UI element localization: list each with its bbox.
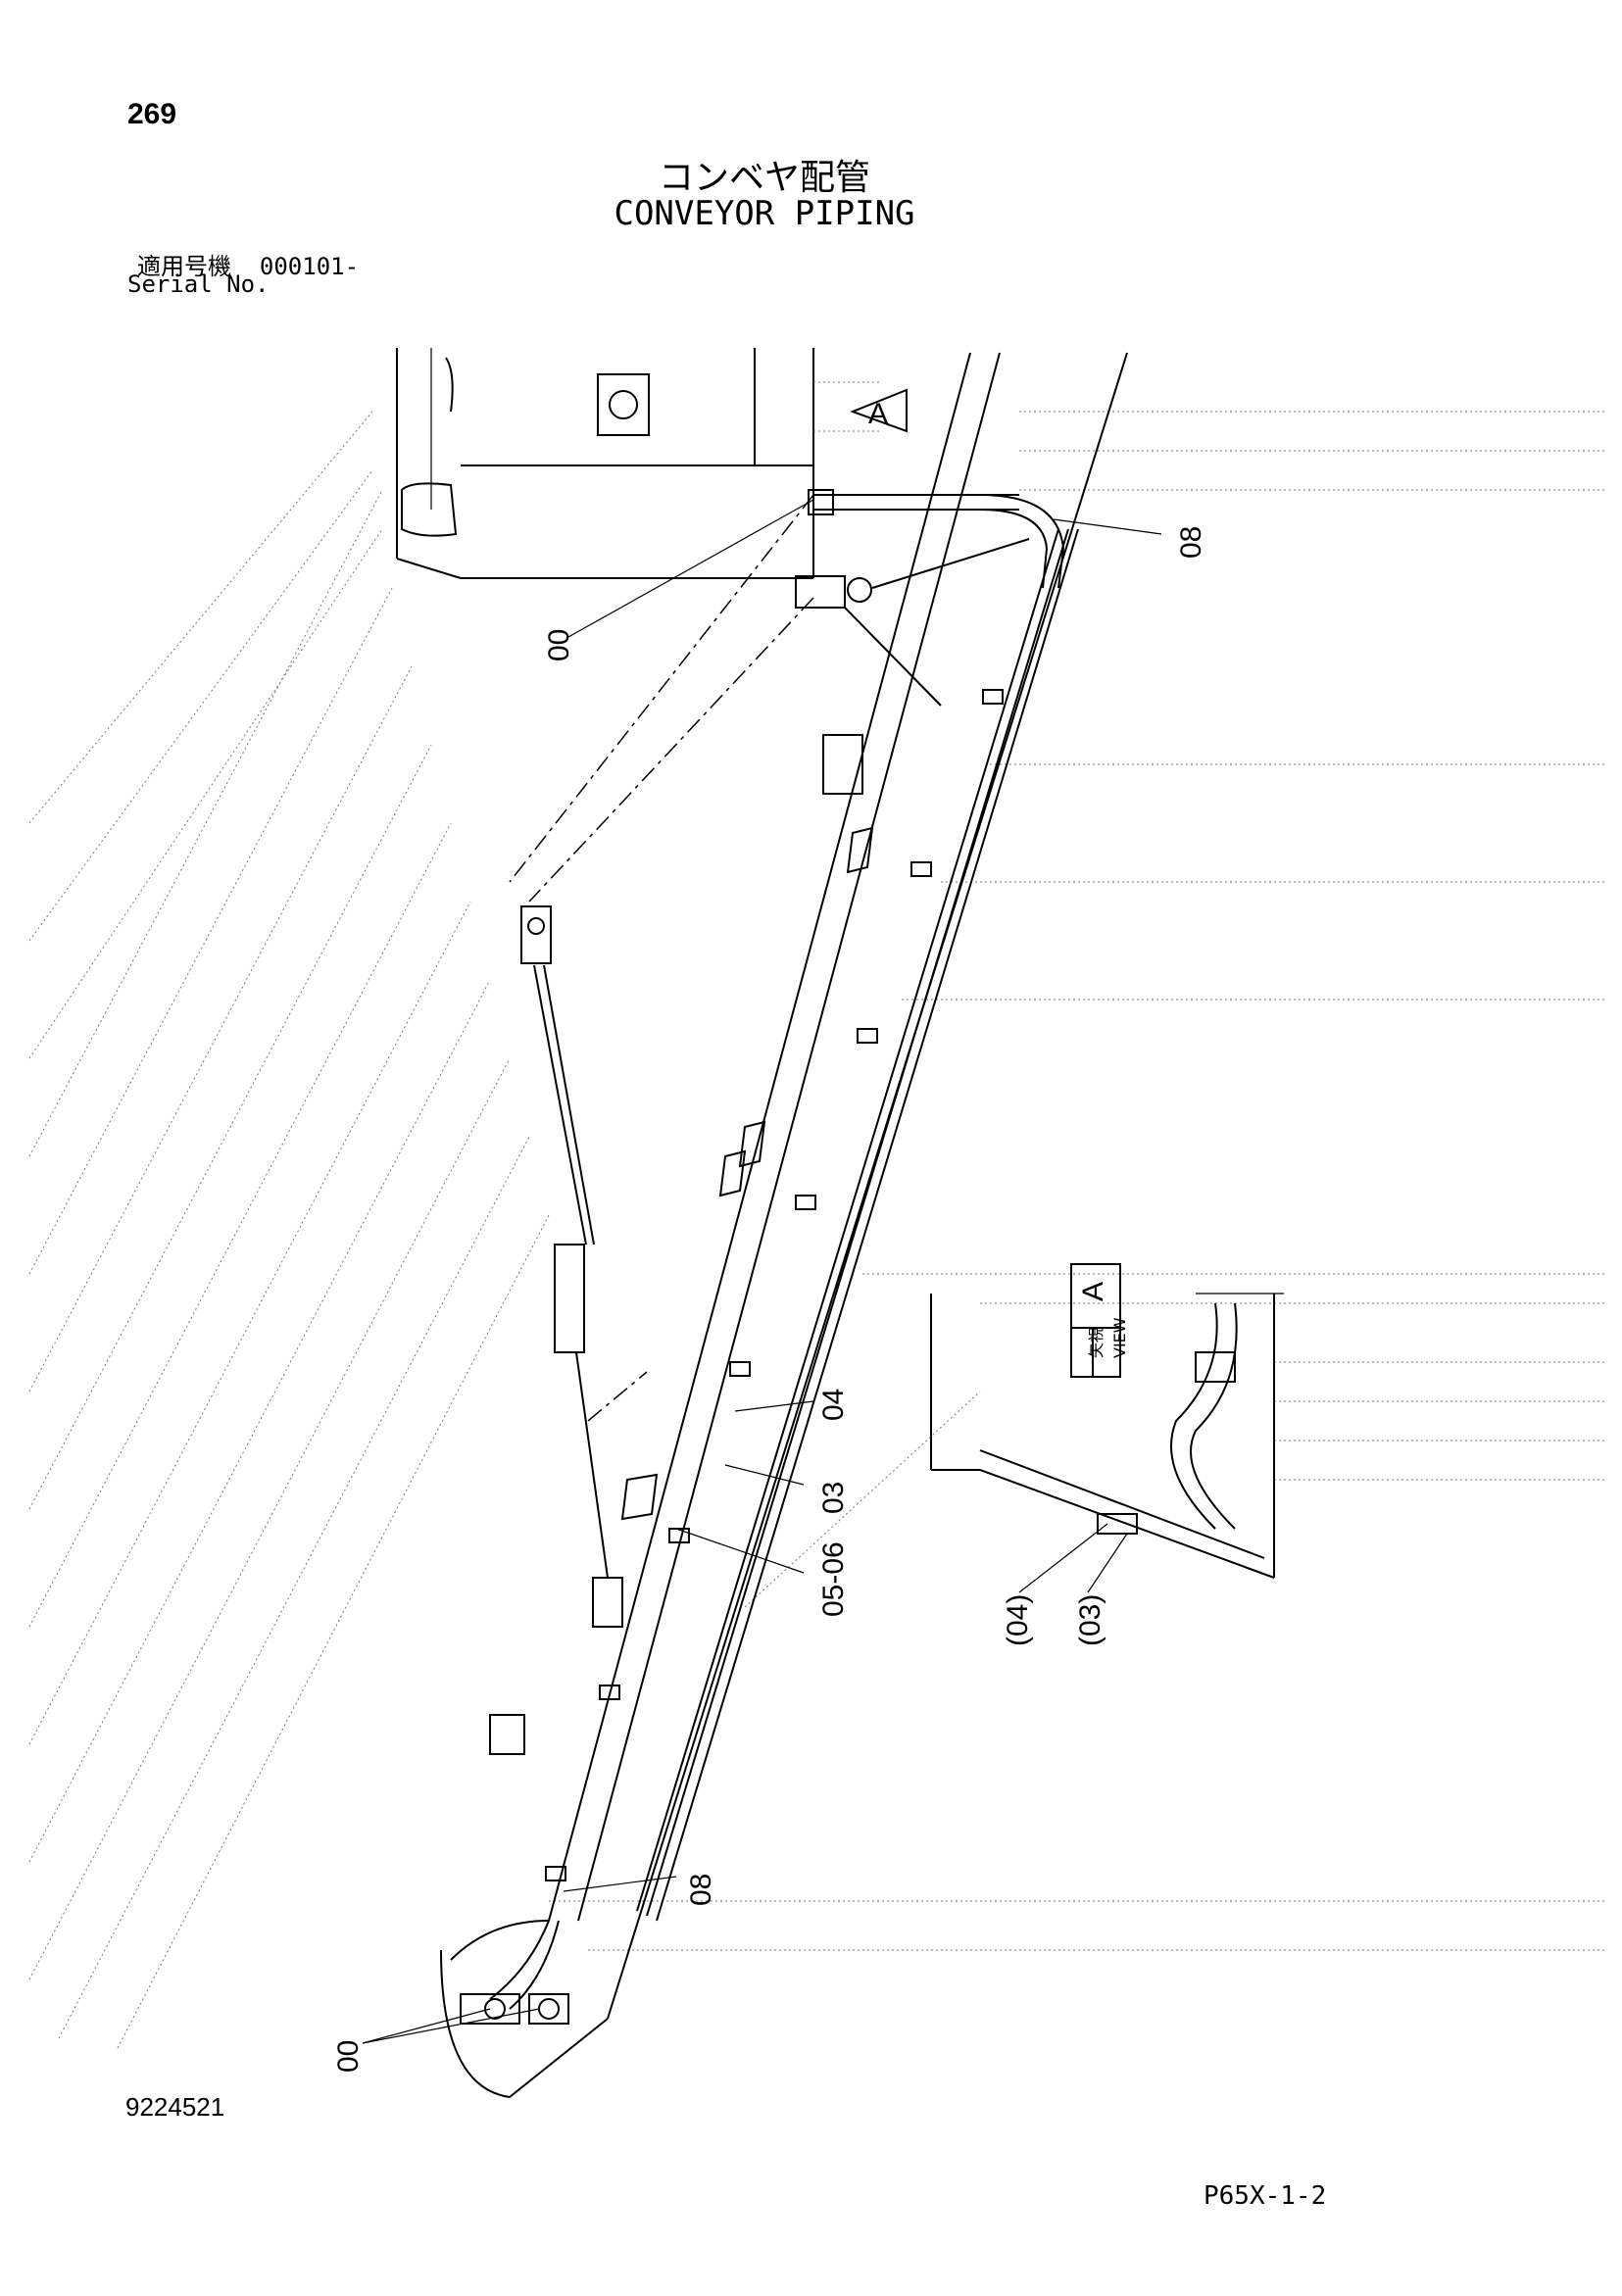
callout-05-06: 05-06 [817,1541,850,1617]
view-box: A 矢視 VIEW [1070,1263,1129,1378]
view-box-en: VIEW [1110,1317,1129,1358]
serial-line-japanese: 適用号機 000101- [137,247,359,281]
page-number: 269 [127,98,177,130]
serial-value: 000101- [259,253,360,280]
support-arms [509,494,1030,1628]
machine-body [396,348,882,579]
pipe-clamps [489,689,1004,1881]
view-marker-a: A [850,388,908,433]
callout-08-bottom: 08 [685,1874,717,1906]
callout-03: 03 [817,1482,850,1514]
bottom-hose-assembly [460,1920,569,2025]
title-english: CONVEYOR PIPING [614,194,915,233]
hatch-lines-left [28,411,550,2049]
view-box-jp: 矢視 [1087,1327,1106,1358]
callout-labels: 08 00 04 03 05-06 (04) (03) 08 00 [332,526,1207,2073]
top-hose-bend [808,489,1065,589]
callout-04: 04 [817,1389,850,1421]
leader-lines [362,499,1162,2044]
conveyor-boom [440,352,1128,2099]
callout-04-paren: (04) [1002,1594,1034,1646]
callout-03-paren: (03) [1074,1594,1106,1646]
inset-view-a [930,1293,1284,1579]
hatch-lines-right [549,411,1607,1951]
view-marker-letter: A [868,398,888,430]
title-japanese: コンベヤ配管 [658,158,870,198]
callout-08-top: 08 [1175,526,1207,559]
page-code: P65X-1-2 [1204,2181,1327,2211]
drawing-number: 9224521 [125,2092,225,2122]
view-box-letter: A [1077,1282,1109,1301]
callout-00-bottom: 00 [332,2040,365,2073]
callout-00-top: 00 [543,629,575,661]
serial-label-english: Serial No. [127,270,270,298]
serial-label-japanese: 適用号機 [137,253,231,280]
